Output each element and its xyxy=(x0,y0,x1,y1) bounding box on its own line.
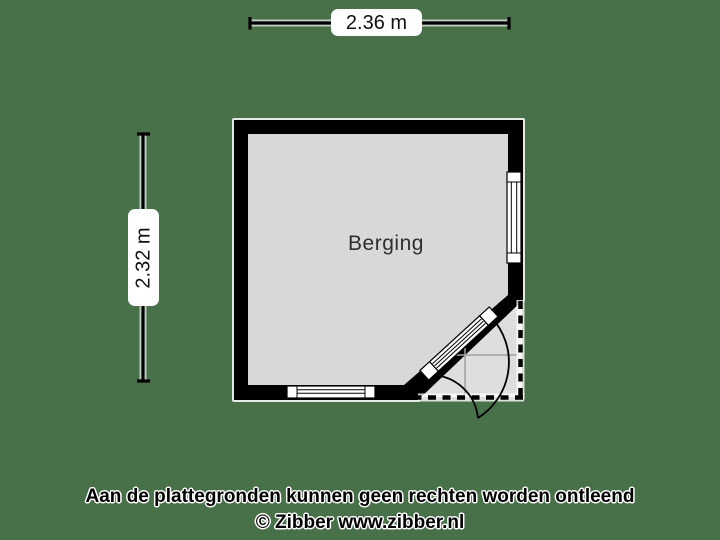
dimension-height-value: 2.32 m xyxy=(132,226,155,289)
door-leaf-line xyxy=(434,320,484,367)
door-jamb-bottom xyxy=(419,360,440,381)
door-swing xyxy=(431,317,510,419)
door-jamb-top xyxy=(478,306,499,327)
room-floor xyxy=(248,134,508,385)
window-bottom-frame xyxy=(286,385,376,399)
window-bottom xyxy=(286,385,376,399)
window-right-frame xyxy=(506,171,522,264)
dimension-label-height: 2.32 m xyxy=(128,209,159,306)
room-name-label: Berging xyxy=(348,232,424,255)
dimension-width-value: 2.36 m xyxy=(345,11,408,34)
door-leaf-line xyxy=(432,318,482,364)
door-leaf-line xyxy=(436,323,486,369)
copyright-text: © Zibber www.zibber.nl xyxy=(255,512,465,533)
door-swing-arc-left xyxy=(431,374,479,419)
dimension-label-width: 2.36 m xyxy=(331,9,422,36)
door-swing-arc-right xyxy=(477,317,510,419)
disclaimer-text: Aan de plattegronden kunnen geen rechten… xyxy=(85,486,635,507)
door xyxy=(419,306,499,381)
outside-area-grid xyxy=(449,348,519,396)
window-right xyxy=(506,171,522,264)
